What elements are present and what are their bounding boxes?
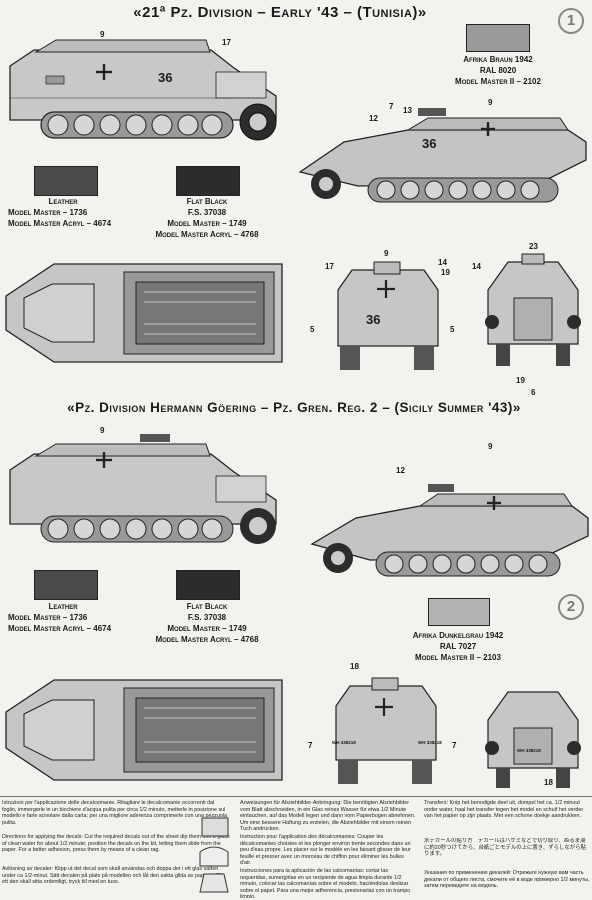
- callout-19: 19: [441, 268, 450, 277]
- plate-front: WH 338218: [517, 748, 541, 753]
- footer-divider: [0, 796, 592, 797]
- leather-swatch-2: [34, 570, 98, 600]
- callout-14: 14: [438, 258, 447, 267]
- callout-6: 6: [531, 388, 536, 397]
- flat-black-label-2: Flat Black F.S. 37038 Model Master – 174…: [155, 602, 259, 644]
- vehicle-front-view-2: [485, 691, 581, 788]
- vehicle-perspective-view-2: [310, 484, 589, 577]
- instructions-swedish: Avlösning av decaler: Klipp ut det decal…: [2, 866, 225, 886]
- callout-9c: 9: [384, 249, 389, 258]
- rear-number-36: 36: [366, 312, 381, 327]
- callout-17: 17: [222, 38, 231, 47]
- instructions-english: Directions for applying the decals: Cut …: [2, 834, 230, 854]
- decal-application-illustration: [199, 817, 229, 893]
- vehicle-side-view-left-1: [9, 39, 277, 141]
- callout-17b: 17: [325, 262, 334, 271]
- callout-9e: 9: [488, 442, 493, 451]
- vehicle-top-view-1: [5, 263, 283, 363]
- instructions-french: Instruction pour l'application des décal…: [240, 834, 411, 866]
- afrika-braun-label: Afrika Braun 1942 RAL 8020 Model Master …: [455, 55, 541, 86]
- callout-7a: 7: [308, 741, 313, 750]
- callout-18b: 18: [544, 778, 553, 787]
- vehicle-rear-view-1: [337, 261, 439, 370]
- callout-12: 12: [369, 114, 378, 123]
- instructions-italian: Istruzioni per l'applicazione delle deca…: [2, 800, 228, 826]
- afrika-dunkelgrau-label: Afrika Dunkelgrau 1942 RAL 7027 Model Ma…: [412, 631, 504, 662]
- callout-5a: 5: [310, 325, 315, 334]
- callout-14b: 14: [472, 262, 481, 271]
- callout-19b: 19: [516, 376, 525, 385]
- callout-9: 9: [100, 30, 105, 39]
- instructions-russian: Указания по применению декалей: Отрежьте…: [424, 870, 590, 890]
- callout-5b: 5: [450, 325, 455, 334]
- callout-7b: 7: [452, 741, 457, 750]
- section2-title: «Pz. Division Hermann Göering – Pz. Gren…: [67, 400, 521, 415]
- leather-swatch-1: [34, 166, 98, 196]
- vehicle-side-view-left-2: [9, 434, 277, 544]
- callout-9d: 9: [100, 426, 105, 435]
- afrika-dunkelgrau-swatch: [428, 598, 490, 626]
- callout-9b: 9: [488, 98, 493, 107]
- callout-23: 23: [529, 242, 538, 251]
- section1-number-badge: 1: [558, 8, 584, 34]
- vehicle-rear-view-2: [335, 677, 437, 784]
- plate-left: WH 338218: [332, 740, 356, 745]
- vehicle-top-view-2: [5, 679, 283, 781]
- vehicle-perspective-view-1: [298, 108, 587, 203]
- instructions-dutch: Transfers: Knip het benodigde deel uit, …: [424, 800, 584, 820]
- flat-black-swatch-1: [176, 166, 240, 196]
- callout-18: 18: [350, 662, 359, 671]
- hull-number-36b: 36: [422, 136, 437, 151]
- vehicle-front-view-1: [485, 253, 581, 366]
- callout-13: 13: [403, 106, 412, 115]
- hull-number-36: 36: [158, 70, 173, 85]
- leather-label-2: Leather Model Master – 1736 Model Master…: [8, 602, 112, 633]
- section1-title: «21ª Pz. Division – Early '43 – (Tunisia…: [133, 4, 427, 21]
- plate-right: WH 338218: [418, 740, 442, 745]
- afrika-braun-swatch: [466, 24, 530, 52]
- flat-black-swatch-2: [176, 570, 240, 600]
- callout-7: 7: [389, 102, 394, 111]
- leather-label-1: Leather Model Master – 1736 Model Master…: [8, 197, 112, 228]
- instructions-japanese: 水デカールの貼り方 デカールはハサミなどで切り取り、ぬるま湯に約20秒つけてから…: [424, 838, 586, 858]
- instructions-spanish: Instrucciones para la aplicación de las …: [240, 868, 411, 898]
- callout-12b: 12: [396, 466, 405, 475]
- instructions-german: Anweisungen für Abziehbilder-Anbringung:…: [240, 800, 416, 832]
- section2-number-badge: 2: [558, 594, 584, 620]
- flat-black-label-1: Flat Black F.S. 37038 Model Master – 174…: [155, 197, 259, 239]
